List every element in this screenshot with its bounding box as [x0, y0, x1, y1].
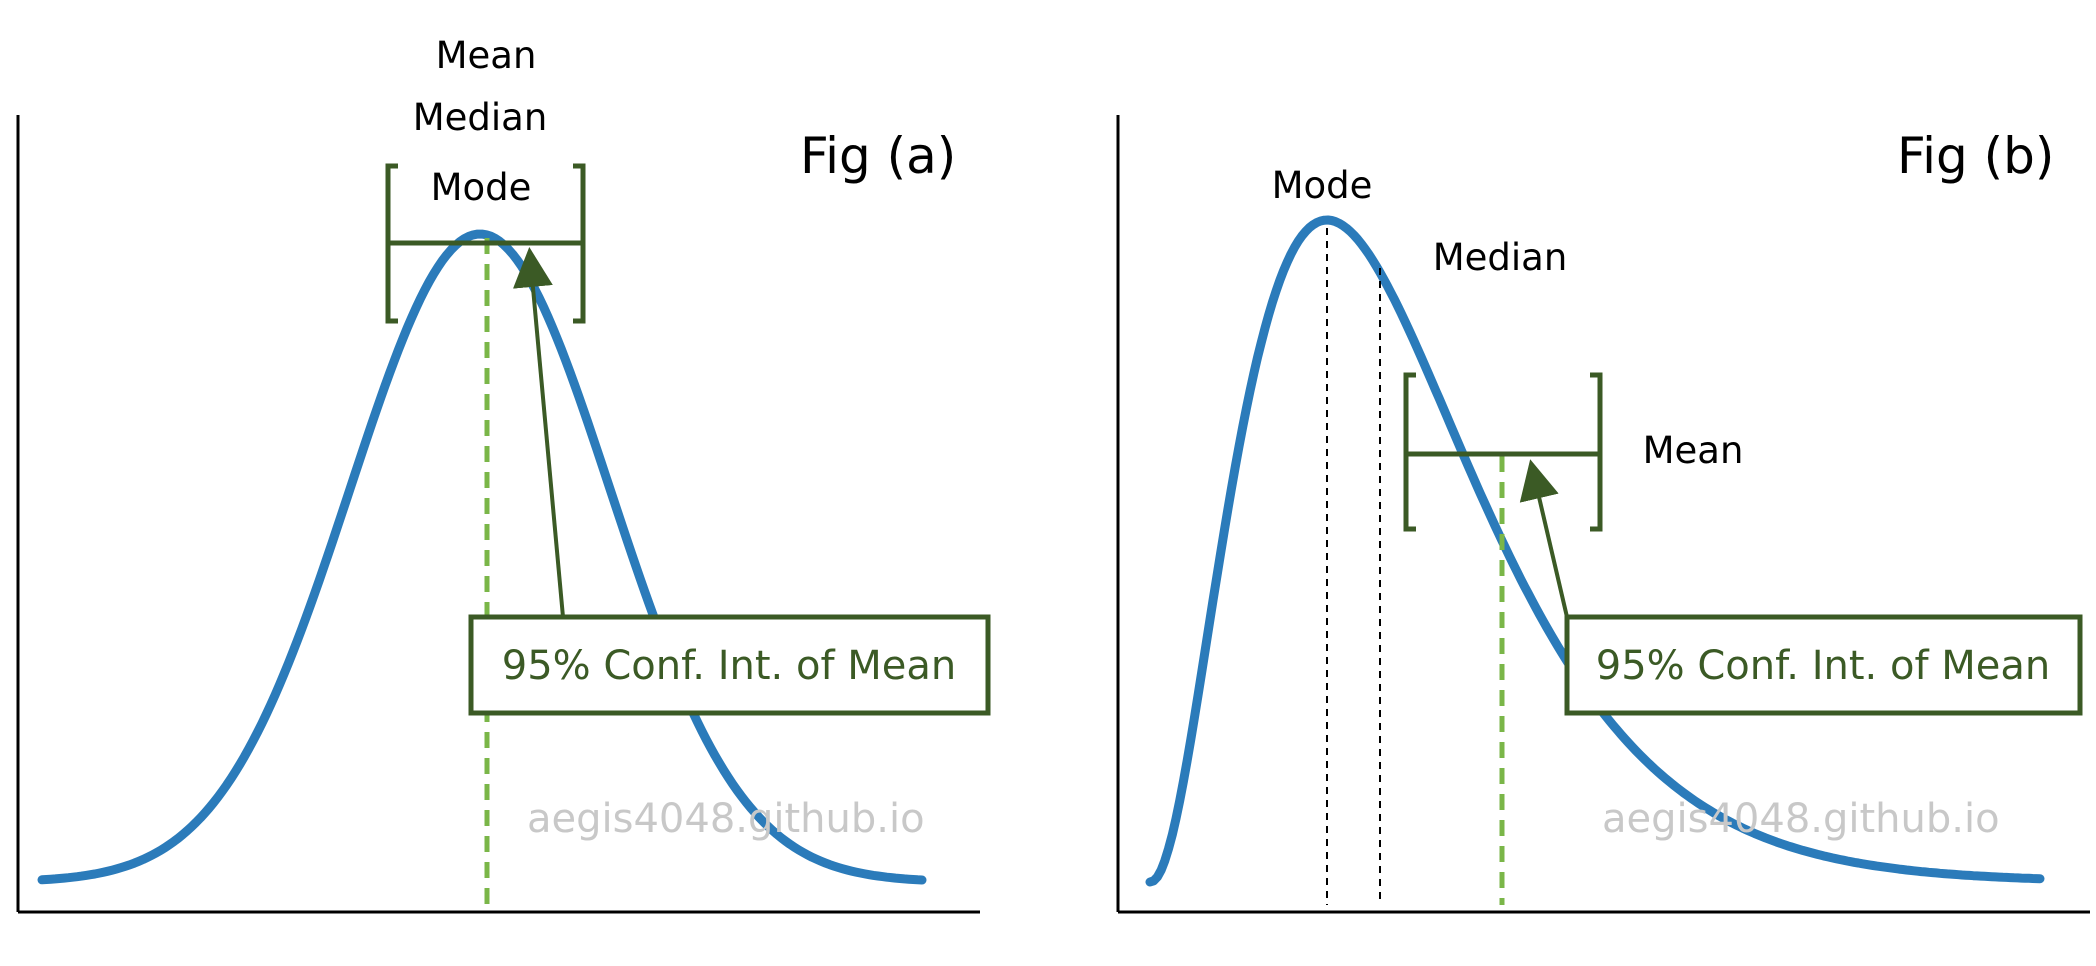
panel-a-normal-curve — [37, 229, 927, 885]
panel-a-title: Fig (a) — [800, 127, 956, 185]
panel-a-label-mean: Mean — [436, 34, 537, 77]
panel-b-label-mean: Mean — [1643, 429, 1744, 472]
panel-b-label-median: Median — [1433, 236, 1568, 279]
panel-b-label-mode: Mode — [1272, 164, 1373, 207]
panel-b-watermark: aegis4048.github.io — [1602, 796, 2000, 842]
panel-a-ci-box — [468, 614, 991, 716]
panel-b: Mode Median Mean Fig (b) 95% Conf. Int. … — [1116, 115, 2090, 914]
panel-a-watermark: aegis4048.github.io — [527, 796, 925, 842]
panel-a-ci-arrow — [512, 247, 565, 618]
panel-b-ci-box — [1564, 614, 2083, 716]
panel-a-label-median: Median — [413, 96, 548, 139]
panel-b-ci-bracket — [1403, 372, 1603, 532]
panel-b-title: Fig (b) — [1897, 127, 2054, 185]
panel-b-ci-arrow — [1519, 459, 1569, 618]
panel-a-label-mode: Mode — [431, 166, 532, 209]
panel-a: Mean Median Mode Fig (a) 95% Conf. Int. … — [16, 34, 991, 914]
panel-b-ci-text: 95% Conf. Int. of Mean — [1596, 643, 2051, 689]
panel-a-ci-bracket — [385, 163, 586, 324]
panel-a-ci-text: 95% Conf. Int. of Mean — [502, 643, 957, 689]
panel-b-skewed-curve — [1145, 215, 2045, 887]
